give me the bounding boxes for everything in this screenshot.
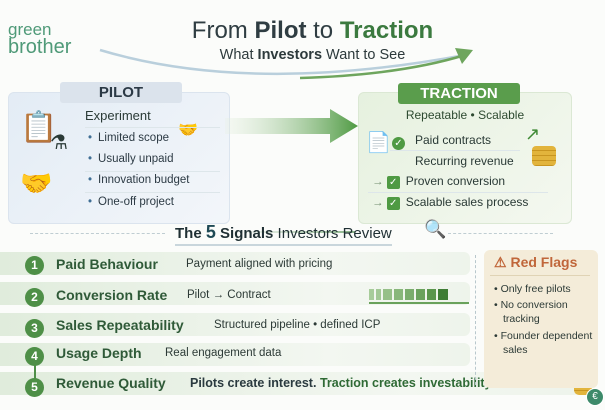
check-icon: ✓ (392, 137, 405, 150)
traction-label: TRACTION (398, 83, 520, 104)
magnifier-icon: 🔍 (424, 219, 447, 239)
tagline: Pilots create interest. Traction creates… (190, 376, 495, 390)
coins-icon (532, 146, 556, 166)
signal-title: Usage Depth (56, 345, 142, 361)
number-badge: 1 (25, 256, 44, 275)
handshake-icon: 🤝 (20, 168, 53, 198)
page-subtitle: What Investors Want to See (219, 47, 406, 63)
signal-row (0, 252, 470, 275)
contract-icon: 📄 (366, 132, 391, 154)
pilot-item: One-off project (88, 196, 174, 208)
signals-title: The 5 Signals Investors Review (175, 222, 392, 246)
conversion-bar (369, 289, 448, 300)
signal-title: Sales Repeatability (56, 317, 184, 333)
signal-row (0, 282, 470, 305)
trend-up-icon: ↗ (525, 124, 541, 144)
signal-desc: Real engagement data (165, 347, 282, 359)
traction-item: Proven conversion (405, 174, 506, 188)
page-title: From Pilot to Traction (191, 17, 434, 44)
signal-row (0, 313, 470, 336)
red-flags-panel (484, 250, 598, 388)
traction-heading: Repeatable • Scalable (405, 108, 525, 122)
right-arrow-icon (225, 109, 358, 143)
number-badge: 3 (25, 319, 44, 338)
signal-title: Revenue Quality (56, 375, 166, 391)
red-flag-item: • No conversion tracking (494, 299, 568, 325)
check-icon: ✓ (386, 197, 400, 210)
signal-desc: Pilot → Contract (187, 289, 271, 301)
flask-icon: ⚗ (50, 132, 68, 154)
signal-row (0, 343, 470, 366)
red-flag-item: • Founder dependent sales (494, 330, 593, 356)
handshake-small-icon: 🤝 (178, 122, 198, 139)
euro-coin-icon: € (586, 388, 604, 406)
signal-title: Paid Behaviour (56, 256, 158, 272)
number-badge: 4 (25, 347, 44, 366)
pilot-heading: Experiment (85, 108, 151, 123)
pilot-item: Limited scope (88, 132, 169, 144)
signal-desc: Structured pipeline • defined ICP (214, 319, 381, 331)
pilot-item: Usually unpaid (88, 153, 173, 165)
signal-title: Conversion Rate (56, 287, 168, 303)
signal-desc: Payment aligned with pricing (186, 258, 333, 270)
arc-arrow-icon (99, 48, 473, 80)
pilot-item: Innovation budget (88, 174, 189, 186)
number-badge: 5 (25, 378, 44, 397)
clipboard-icon: 📋 (20, 111, 58, 144)
number-badge: 2 (25, 288, 44, 307)
pilot-label: PILOT (60, 82, 182, 103)
red-flag-item: • Only free pilots (494, 283, 571, 295)
check-icon: ✓ (386, 176, 400, 189)
warning-icon: ⚠ (494, 254, 507, 270)
signal-row (0, 372, 580, 395)
traction-item: Paid contracts (415, 133, 492, 147)
traction-item: Scalable sales process (405, 195, 529, 209)
traction-item: Recurring revenue (415, 154, 514, 168)
red-flags-title: ⚠ Red Flags (494, 254, 578, 270)
